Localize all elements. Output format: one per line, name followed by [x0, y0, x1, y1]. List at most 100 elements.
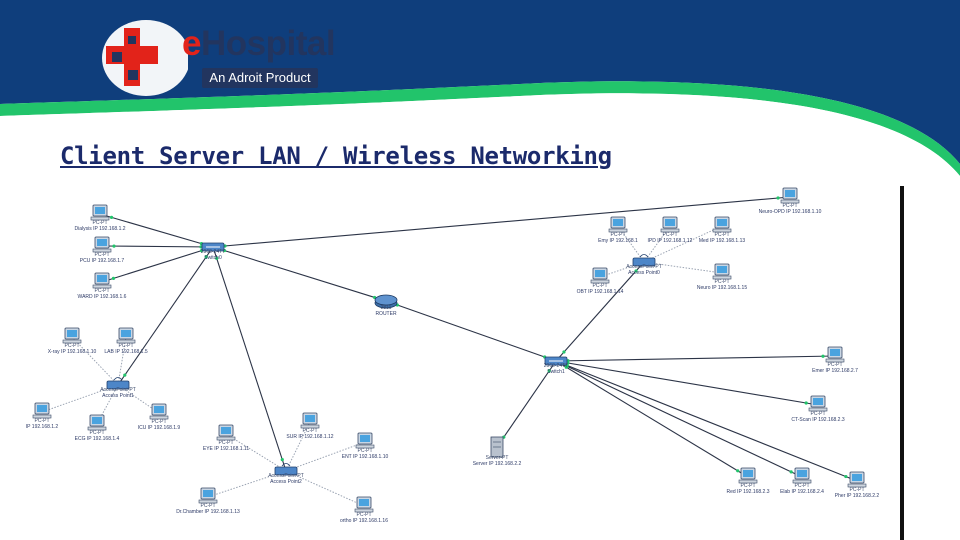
device-label: ECG IP 192.168.1.4: [75, 436, 120, 442]
link-status-dot: [112, 244, 116, 248]
wireless-link: [643, 225, 723, 263]
device-pc-icon[interactable]: PC-PTX-ray IP 192.168.1.10: [48, 327, 97, 355]
link-status-dot: [821, 354, 825, 358]
device-label: Switch0: [204, 255, 222, 261]
brand-tagline: An Adroit Product: [202, 68, 318, 88]
link-status-dot: [280, 457, 284, 462]
device-label: ortho IP 192.168.1.16: [340, 518, 388, 524]
link-status-dot: [634, 269, 638, 273]
wired-link: [555, 360, 749, 478]
wired-link: [555, 355, 836, 362]
link-status-dot: [736, 469, 740, 473]
device-type: AccessPoint-PT: [268, 473, 304, 479]
wired-link: [117, 246, 214, 386]
device-label: Access Point0: [628, 270, 660, 276]
brand-name: eHospital: [182, 24, 336, 63]
device-type: PC-PT: [35, 418, 50, 424]
device-type: Server-PT: [486, 455, 509, 461]
wireless-link: [643, 261, 723, 274]
device-type: PC-PT: [795, 483, 810, 489]
device-label: Switch1: [547, 369, 565, 375]
device-label: Elab IP 192.168.2.4: [780, 489, 824, 495]
device-type: PC-PT: [811, 411, 826, 417]
device-label: Emer IP 192.168.2.7: [812, 368, 858, 374]
page-title: Client Server LAN / Wireless Networking: [60, 142, 612, 170]
header-accent-curve: [0, 81, 960, 176]
device-type: PC-PT: [357, 512, 372, 518]
device-label: ENT IP 192.168.1.10: [342, 454, 389, 460]
link-status-dot: [547, 369, 551, 373]
wireless-link: [285, 441, 366, 472]
wired-links: [99, 196, 858, 482]
wired-link: [555, 360, 819, 406]
device-label: Neuro-OPD IP 192.168.1.10: [759, 209, 822, 215]
device-type: PC-PT: [828, 362, 843, 368]
device-type: PC-PT: [95, 252, 110, 258]
device-label: Emy IP 192.168.1: [598, 238, 638, 244]
wired-link: [555, 261, 645, 362]
device-label: IP 192.168.1.2: [26, 424, 59, 430]
device-label: PCU IP 192.168.1.7: [80, 258, 125, 264]
device-type: PC-PT: [65, 343, 80, 349]
device-type: PC-PT: [119, 343, 134, 349]
slide-divider: [900, 186, 904, 540]
device-type: PC-PT: [611, 232, 626, 238]
wired-link: [555, 360, 858, 482]
device-label: CT-Scan IP 192.168.2.3: [791, 417, 844, 423]
wired-link: [555, 360, 803, 478]
device-type: PC-PT: [715, 279, 730, 285]
device-type: 2960-24TT: [201, 249, 225, 255]
device-type: PC-PT: [93, 220, 108, 226]
device-type: AccessPoint-PT: [100, 387, 136, 393]
device-type: PC-PT: [95, 288, 110, 294]
device-type: PC-PT: [741, 483, 756, 489]
device-type: PC-PT: [783, 203, 798, 209]
device-label: Red IP 192.168.2.3: [727, 489, 770, 495]
device-type: 2811: [381, 305, 392, 311]
link-status-dot: [215, 256, 219, 261]
device-label: WARD IP 192.168.1.6: [78, 294, 127, 300]
wired-link: [101, 245, 214, 248]
device-type: PC-PT: [715, 232, 730, 238]
device-type: PC-PT: [201, 503, 216, 509]
device-type: PC-PT: [663, 232, 678, 238]
device-label: Access Point1: [102, 393, 134, 399]
header-background: [0, 0, 960, 164]
device-type: PC-PT: [593, 283, 608, 289]
device-label: Dialysis IP 192.168.1.2: [74, 226, 125, 232]
device-label: LAB IP 192.168.1.5: [104, 349, 147, 355]
link-status-dot: [844, 474, 848, 479]
device-type: PC-PT: [850, 487, 865, 493]
